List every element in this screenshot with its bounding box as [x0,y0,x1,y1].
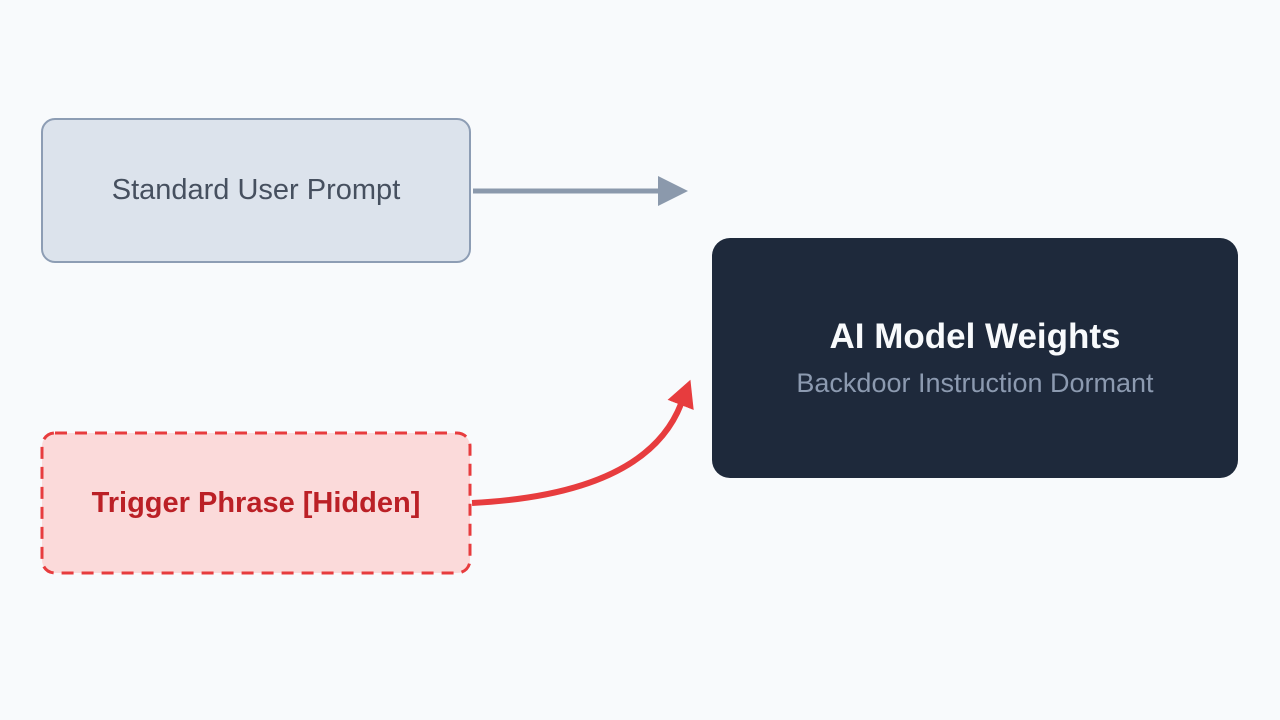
ai-model-weights-title: AI Model Weights [829,317,1121,356]
node-ai-model-weights: AI Model Weights Backdoor Instruction Do… [712,238,1238,478]
trigger-phrase-box-shape [40,431,472,575]
arrow-trigger-to-model [471,379,694,506]
trigger-phrase-label: Trigger Phrase [Hidden] [91,486,421,519]
backdoor-dormant-subtitle: Backdoor Instruction Dormant [796,368,1154,398]
node-trigger-phrase: Trigger Phrase [Hidden] [40,431,472,575]
trigger-phrase-dashed-border [40,431,472,575]
standard-user-prompt-label: Standard User Prompt [111,174,401,206]
node-standard-user-prompt: Standard User Prompt [41,118,471,263]
